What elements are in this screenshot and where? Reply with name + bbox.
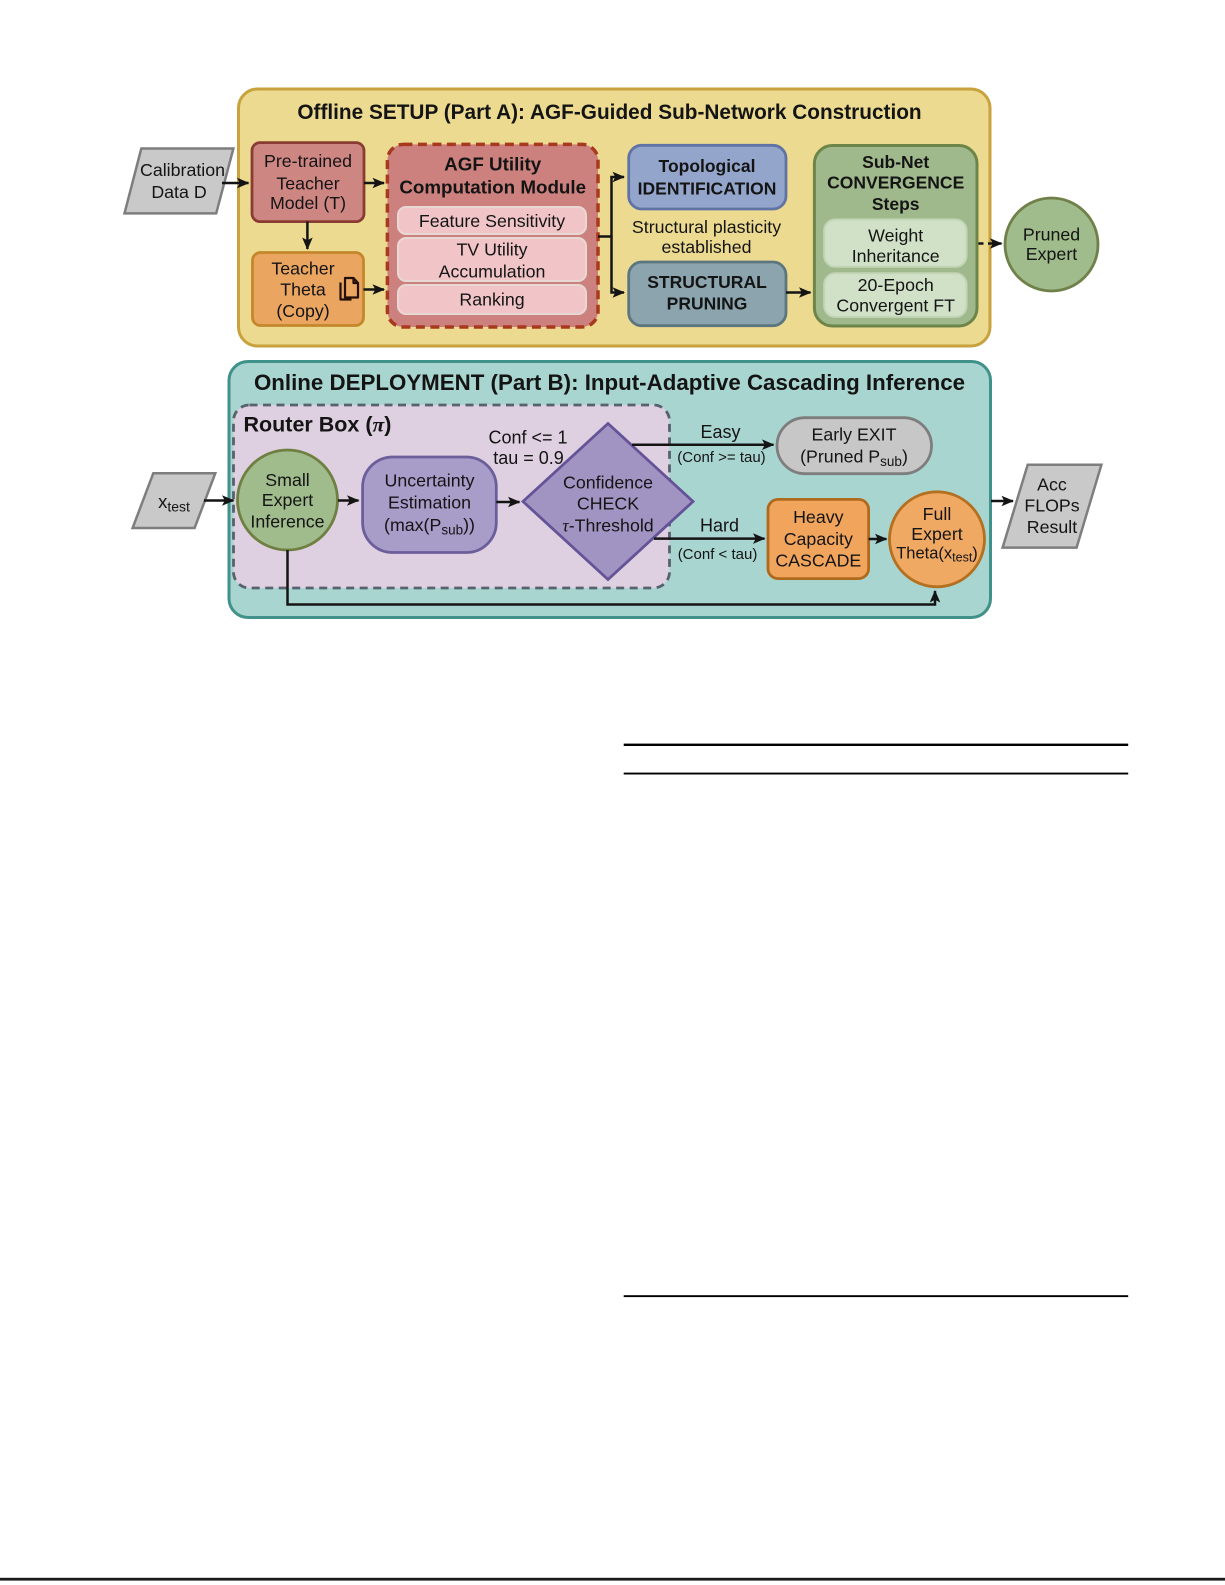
- svg-text:Pruned: Pruned: [1023, 225, 1080, 245]
- svg-text:τ-Threshold: τ-Threshold: [562, 516, 653, 536]
- svg-text:Offline SETUP (Part A): AGF-Gu: Offline SETUP (Part A): AGF-Guided Sub-N…: [297, 101, 921, 124]
- svg-text:Weight: Weight: [868, 226, 923, 246]
- svg-text:Expert: Expert: [1026, 244, 1077, 264]
- svg-text:Model (T): Model (T): [270, 193, 346, 213]
- svg-text:CASCADE: CASCADE: [775, 551, 861, 571]
- svg-text:(Conf >= tau): (Conf >= tau): [677, 449, 765, 466]
- svg-text:Computation Module: Computation Module: [399, 176, 586, 197]
- svg-text:Expert: Expert: [262, 490, 313, 510]
- svg-text:20-Epoch: 20-Epoch: [858, 275, 934, 295]
- svg-text:Early EXIT: Early EXIT: [812, 425, 897, 445]
- svg-text:Small: Small: [265, 470, 309, 490]
- svg-text:Pre-trained: Pre-trained: [264, 151, 352, 171]
- svg-text:Structural plasticity: Structural plasticity: [632, 217, 781, 237]
- svg-text:Hard: Hard: [700, 516, 739, 536]
- svg-text:Capacity: Capacity: [784, 529, 853, 549]
- svg-text:Confidence: Confidence: [563, 473, 653, 493]
- svg-text:Heavy: Heavy: [793, 507, 844, 527]
- svg-text:Router Box (π): Router Box (π): [244, 413, 392, 437]
- svg-text:Expert: Expert: [911, 524, 962, 544]
- svg-text:Accumulation: Accumulation: [439, 262, 546, 282]
- svg-text:PRUNING: PRUNING: [667, 294, 748, 314]
- svg-text:Theta: Theta: [280, 280, 326, 300]
- svg-text:CONVERGENCE: CONVERGENCE: [827, 173, 964, 193]
- svg-text:tau = 0.9: tau = 0.9: [493, 448, 564, 468]
- svg-text:Sub-Net: Sub-Net: [862, 152, 929, 172]
- svg-text:(Copy): (Copy): [276, 301, 329, 321]
- svg-text:Teacher: Teacher: [271, 259, 334, 279]
- svg-text:established: established: [662, 237, 752, 257]
- svg-text:Acc: Acc: [1037, 475, 1067, 495]
- svg-text:Inference: Inference: [250, 512, 324, 532]
- svg-text:Convergent FT: Convergent FT: [836, 296, 955, 316]
- svg-text:Calibration: Calibration: [140, 160, 225, 180]
- svg-text:Steps: Steps: [872, 194, 920, 214]
- svg-text:Inheritance: Inheritance: [852, 246, 940, 266]
- svg-text:FLOPs: FLOPs: [1024, 496, 1079, 516]
- svg-text:Uncertainty: Uncertainty: [385, 471, 475, 491]
- svg-text:STRUCTURAL: STRUCTURAL: [647, 272, 767, 292]
- svg-text:Teacher: Teacher: [276, 174, 339, 194]
- svg-text:Result: Result: [1027, 517, 1077, 537]
- svg-text:Easy: Easy: [700, 422, 740, 442]
- svg-text:Online DEPLOYMENT (Part B): In: Online DEPLOYMENT (Part B): Input-Adapti…: [254, 370, 965, 395]
- svg-text:Feature Sensitivity: Feature Sensitivity: [419, 211, 565, 231]
- svg-text:TV Utility: TV Utility: [456, 240, 527, 260]
- svg-text:Topological: Topological: [659, 156, 756, 176]
- svg-text:IDENTIFICATION: IDENTIFICATION: [638, 179, 777, 199]
- svg-text:Data D: Data D: [151, 182, 206, 202]
- svg-text:(Conf < tau): (Conf < tau): [678, 546, 758, 563]
- svg-text:Conf <= 1: Conf <= 1: [488, 428, 567, 448]
- svg-text:Full: Full: [923, 504, 952, 524]
- svg-text:CHECK: CHECK: [577, 494, 639, 514]
- svg-text:AGF Utility: AGF Utility: [444, 153, 542, 174]
- svg-text:Ranking: Ranking: [459, 290, 524, 310]
- svg-text:Estimation: Estimation: [388, 493, 471, 513]
